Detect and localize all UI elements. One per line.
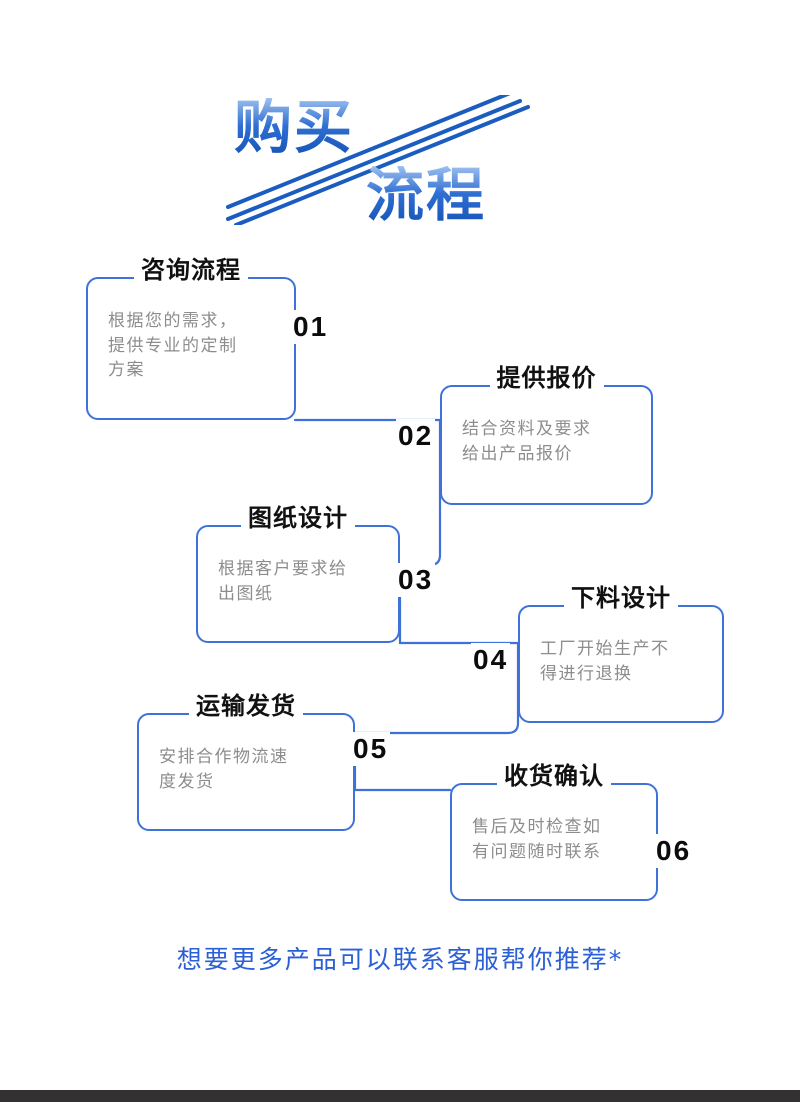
process-step-2-number: 02	[396, 419, 436, 453]
process-step-1-title: 咨询流程	[134, 256, 248, 285]
process-step-4-number: 04	[471, 643, 511, 677]
process-step-3-number: 03	[396, 563, 436, 597]
header: 购买 流程	[0, 0, 800, 250]
process-step-5-title: 运输发货	[189, 692, 303, 721]
page-title-line-2: 流程	[366, 161, 487, 229]
process-step-1[interactable]: 咨询流程 根据您的需求， 提供专业的定制 方案	[86, 256, 296, 420]
process-step-5[interactable]: 运输发货 安排合作物流速 度发货	[137, 692, 355, 831]
process-step-6-number: 06	[654, 834, 694, 868]
process-step-5-body: 安排合作物流速 度发货	[159, 747, 289, 792]
process-step-6-title: 收货确认	[497, 762, 611, 791]
process-step-1-body: 根据您的需求， 提供专业的定制 方案	[108, 311, 238, 381]
process-step-2-title: 提供报价	[489, 364, 604, 393]
process-step-4[interactable]: 下料设计 工厂开始生产不 得进行退换	[518, 584, 724, 723]
process-step-2-body: 结合资料及要求 给出产品报价	[462, 419, 592, 464]
footer-note: 想要更多产品可以联系客服帮你推荐*	[176, 945, 624, 974]
process-step-3-body: 根据客户要求给 出图纸	[218, 559, 348, 604]
process-step-1-number: 01	[291, 310, 331, 344]
process-step-3[interactable]: 图纸设计 根据客户要求给 出图纸	[196, 504, 400, 643]
process-flow-diagram: 咨询流程 根据您的需求， 提供专业的定制 方案 01 提供报价 结合资料及要求 …	[0, 245, 800, 935]
process-step-3-title: 图纸设计	[241, 504, 355, 533]
process-step-5-number: 05	[351, 732, 391, 766]
process-step-6[interactable]: 收货确认 售后及时检查如 有问题随时联系	[450, 762, 658, 901]
page-title-line-1: 购买	[234, 93, 355, 161]
process-step-6-body: 售后及时检查如 有问题随时联系	[472, 817, 602, 862]
bottom-bar	[0, 1090, 800, 1102]
process-step-2[interactable]: 提供报价 结合资料及要求 给出产品报价	[440, 364, 653, 505]
process-step-4-title: 下料设计	[564, 584, 678, 613]
process-step-4-body: 工厂开始生产不 得进行退换	[540, 639, 670, 684]
diagonal-lines-decoration	[226, 95, 530, 225]
